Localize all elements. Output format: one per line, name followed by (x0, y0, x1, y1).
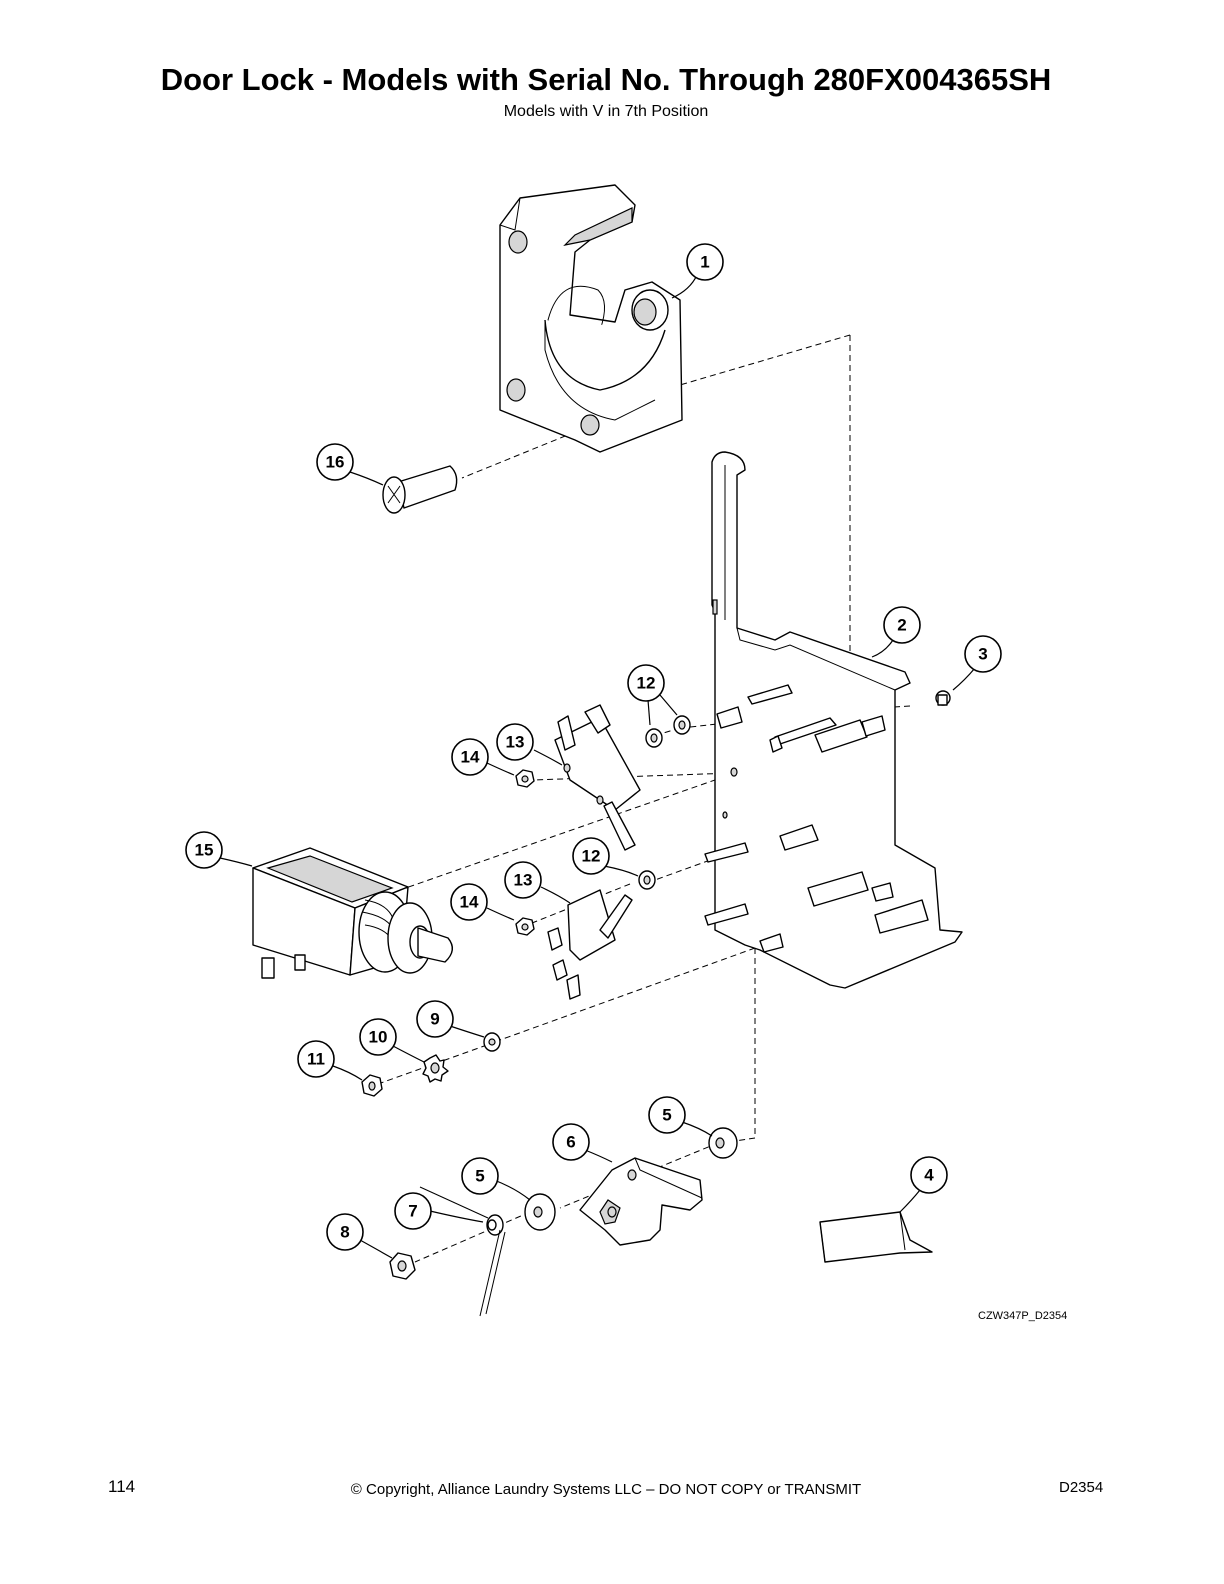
page-title: Door Lock - Models with Serial No. Throu… (160, 62, 1052, 97)
door-lock-housing (499, 184, 683, 453)
svg-text:2: 2 (897, 616, 906, 635)
svg-text:4: 4 (924, 1166, 934, 1185)
page-number: 114 (108, 1477, 136, 1496)
nut-14-lower (515, 917, 535, 936)
callout-15: 15 (185, 831, 223, 869)
microswitch-13-upper (554, 704, 641, 851)
svg-text:11: 11 (307, 1050, 325, 1069)
clip-4 (819, 1211, 933, 1263)
callout-6: 6 (552, 1123, 590, 1161)
callout-14a: 14 (451, 738, 489, 776)
solenoid-15 (252, 847, 453, 979)
callout-5a: 5 (648, 1096, 686, 1134)
callout-13b: 13 (504, 861, 542, 899)
svg-text:8: 8 (340, 1223, 349, 1242)
washer-9 (483, 1032, 501, 1052)
spacer-12-upper-1 (645, 728, 663, 748)
svg-text:14: 14 (460, 893, 479, 912)
callout-12b: 12 (572, 837, 610, 875)
nut-14-upper (515, 769, 535, 788)
svg-text:5: 5 (662, 1106, 671, 1125)
nut-11 (361, 1074, 383, 1097)
lever-6 (579, 1157, 703, 1246)
svg-text:5: 5 (475, 1167, 484, 1186)
callout-11: 11 (297, 1040, 335, 1078)
callout-4: 4 (910, 1156, 948, 1194)
document-code: D2354 (1059, 1479, 1104, 1496)
screw-3 (935, 690, 951, 706)
spring-7 (419, 1186, 506, 1317)
screw-16 (382, 465, 458, 514)
svg-text:15: 15 (195, 841, 214, 860)
nut-8 (389, 1252, 416, 1280)
spacer-12-upper-2 (673, 715, 691, 735)
svg-text:1: 1 (700, 253, 709, 272)
bracket-studs (704, 684, 929, 953)
callout-1: 1 (686, 243, 724, 281)
svg-text:12: 12 (637, 674, 656, 693)
callout-14b: 14 (450, 883, 488, 921)
drawing-code: CZW347P_D2354 (978, 1310, 1068, 1322)
svg-text:12: 12 (582, 847, 601, 866)
svg-text:10: 10 (369, 1028, 388, 1047)
microswitch-13-lower (547, 889, 633, 1000)
svg-text:13: 13 (514, 871, 533, 890)
callout-3: 3 (964, 635, 1002, 673)
callout-12a: 12 (627, 664, 665, 702)
svg-text:13: 13 (506, 733, 525, 752)
svg-text:3: 3 (978, 645, 987, 664)
svg-text:6: 6 (566, 1133, 575, 1152)
svg-text:7: 7 (408, 1202, 417, 1221)
svg-text:16: 16 (326, 453, 345, 472)
copyright-notice: © Copyright, Alliance Laundry Systems LL… (350, 1481, 862, 1498)
callout-8: 8 (326, 1213, 364, 1251)
callout-2: 2 (883, 606, 921, 644)
callout-10: 10 (359, 1018, 397, 1056)
callout-16: 16 (316, 443, 354, 481)
page-subtitle: Models with V in 7th Position (503, 103, 709, 120)
lock-washer-10 (422, 1054, 449, 1083)
svg-text:9: 9 (430, 1010, 439, 1029)
callout-5b: 5 (461, 1157, 499, 1195)
callout-7: 7 (394, 1192, 432, 1230)
spacer-12-lower (638, 870, 656, 890)
callout-13a: 13 (496, 723, 534, 761)
svg-text:14: 14 (461, 748, 480, 767)
washer-5-lower (524, 1193, 556, 1231)
callout-9: 9 (416, 1000, 454, 1038)
lock-bracket-plate (704, 451, 963, 989)
washer-5-upper (708, 1127, 738, 1159)
